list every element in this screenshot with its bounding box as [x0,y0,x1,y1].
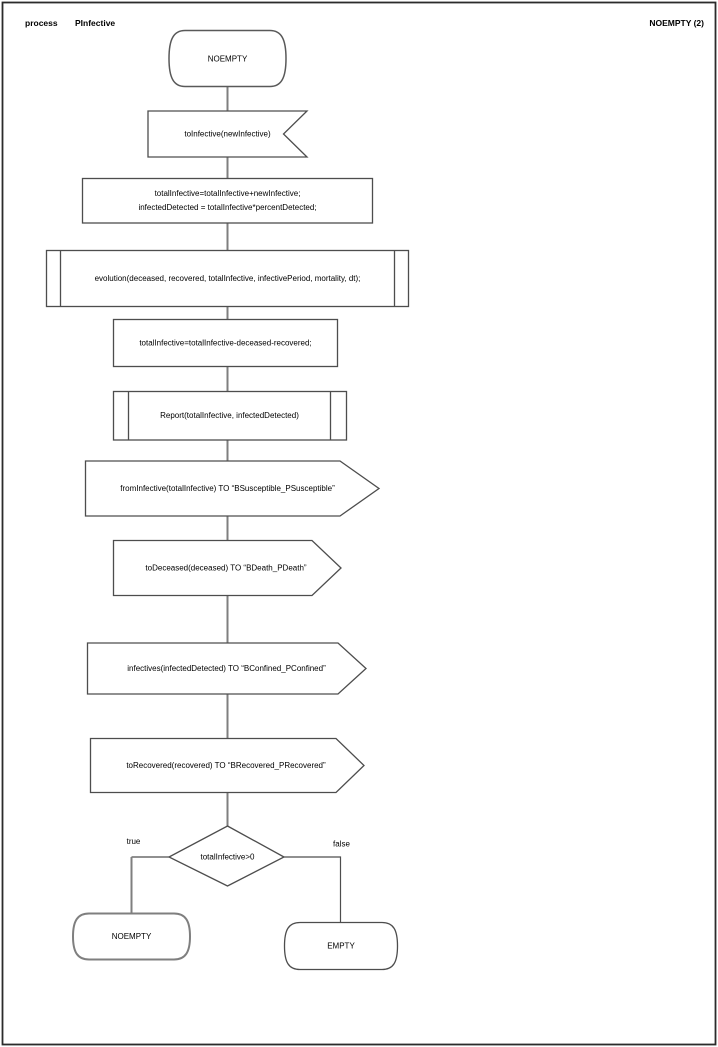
state-label: NOEMPTY [112,932,152,941]
output-symbol [89,737,365,794]
state-label: EMPTY [327,942,355,951]
false-branch-connector [284,856,342,922]
task-line1: totalInfective=totalInfective+newInfecti… [155,189,301,198]
state-start-noempty: NOEMPTY [168,29,287,88]
task-symbol [81,177,374,224]
output-to-recovered: toRecovered(recovered) TO “BRecovered_PR… [89,737,365,794]
output-label: infectives(infectedDetected) TO “BConfin… [127,664,326,673]
procedure-label: Report(totalInfective, infectedDetected) [160,411,299,420]
branch-true-label: true [127,837,141,846]
output-symbol [112,539,342,597]
output-to-deceased: toDeceased(deceased) TO “BDeath_PDeath” [112,539,342,597]
branch-false-label: false [333,840,350,849]
true-branch-connector [130,856,169,914]
procedure-symbol [45,249,410,308]
task-label: totalInfective=totalInfective-deceased-r… [139,339,311,348]
task-subtract: totalInfective=totalInfective-deceased-r… [112,318,339,368]
output-label: fromInfective(totalInfective) TO “BSusce… [120,484,335,493]
state-next-noempty: NOEMPTY [71,912,192,961]
procedure-call-report: Report(totalInfective, infectedDetected) [112,390,348,441]
page-number-label: NOEMPTY (2) [649,18,704,28]
task-symbol [112,318,339,368]
input-label: toInfective(newInfective) [184,130,271,139]
state-next-empty: EMPTY [283,921,399,971]
state-label: NOEMPTY [208,55,248,64]
procedure-call-evolution: evolution(deceased, recovered, totalInfe… [45,249,410,308]
procedure-symbol [112,390,348,441]
state-symbol [71,912,192,961]
output-label: toRecovered(recovered) TO “BRecovered_PR… [126,761,326,770]
task-update-totals: totalInfective=totalInfective+newInfecti… [81,177,374,224]
input-toinfective: toInfective(newInfective) [147,110,309,158]
output-symbol [86,642,367,695]
diagram-kind-label: process [25,18,58,28]
output-symbol [84,460,381,517]
process-name-label: PInfective [75,18,115,28]
decision-symbol [167,825,286,887]
decision-label: totalInfective>0 [200,853,255,862]
input-symbol [147,110,309,158]
state-symbol [283,921,399,971]
task-line2: infectedDetected = totalInfective*percen… [138,203,316,212]
output-from-infective: fromInfective(totalInfective) TO “BSusce… [84,460,381,517]
decision-totalinfective: totalInfective>0 [167,825,286,887]
output-infectives: infectives(infectedDetected) TO “BConfin… [86,642,367,695]
state-symbol [168,29,287,88]
procedure-label: evolution(deceased, recovered, totalInfe… [95,274,361,283]
output-label: toDeceased(deceased) TO “BDeath_PDeath” [145,564,306,573]
